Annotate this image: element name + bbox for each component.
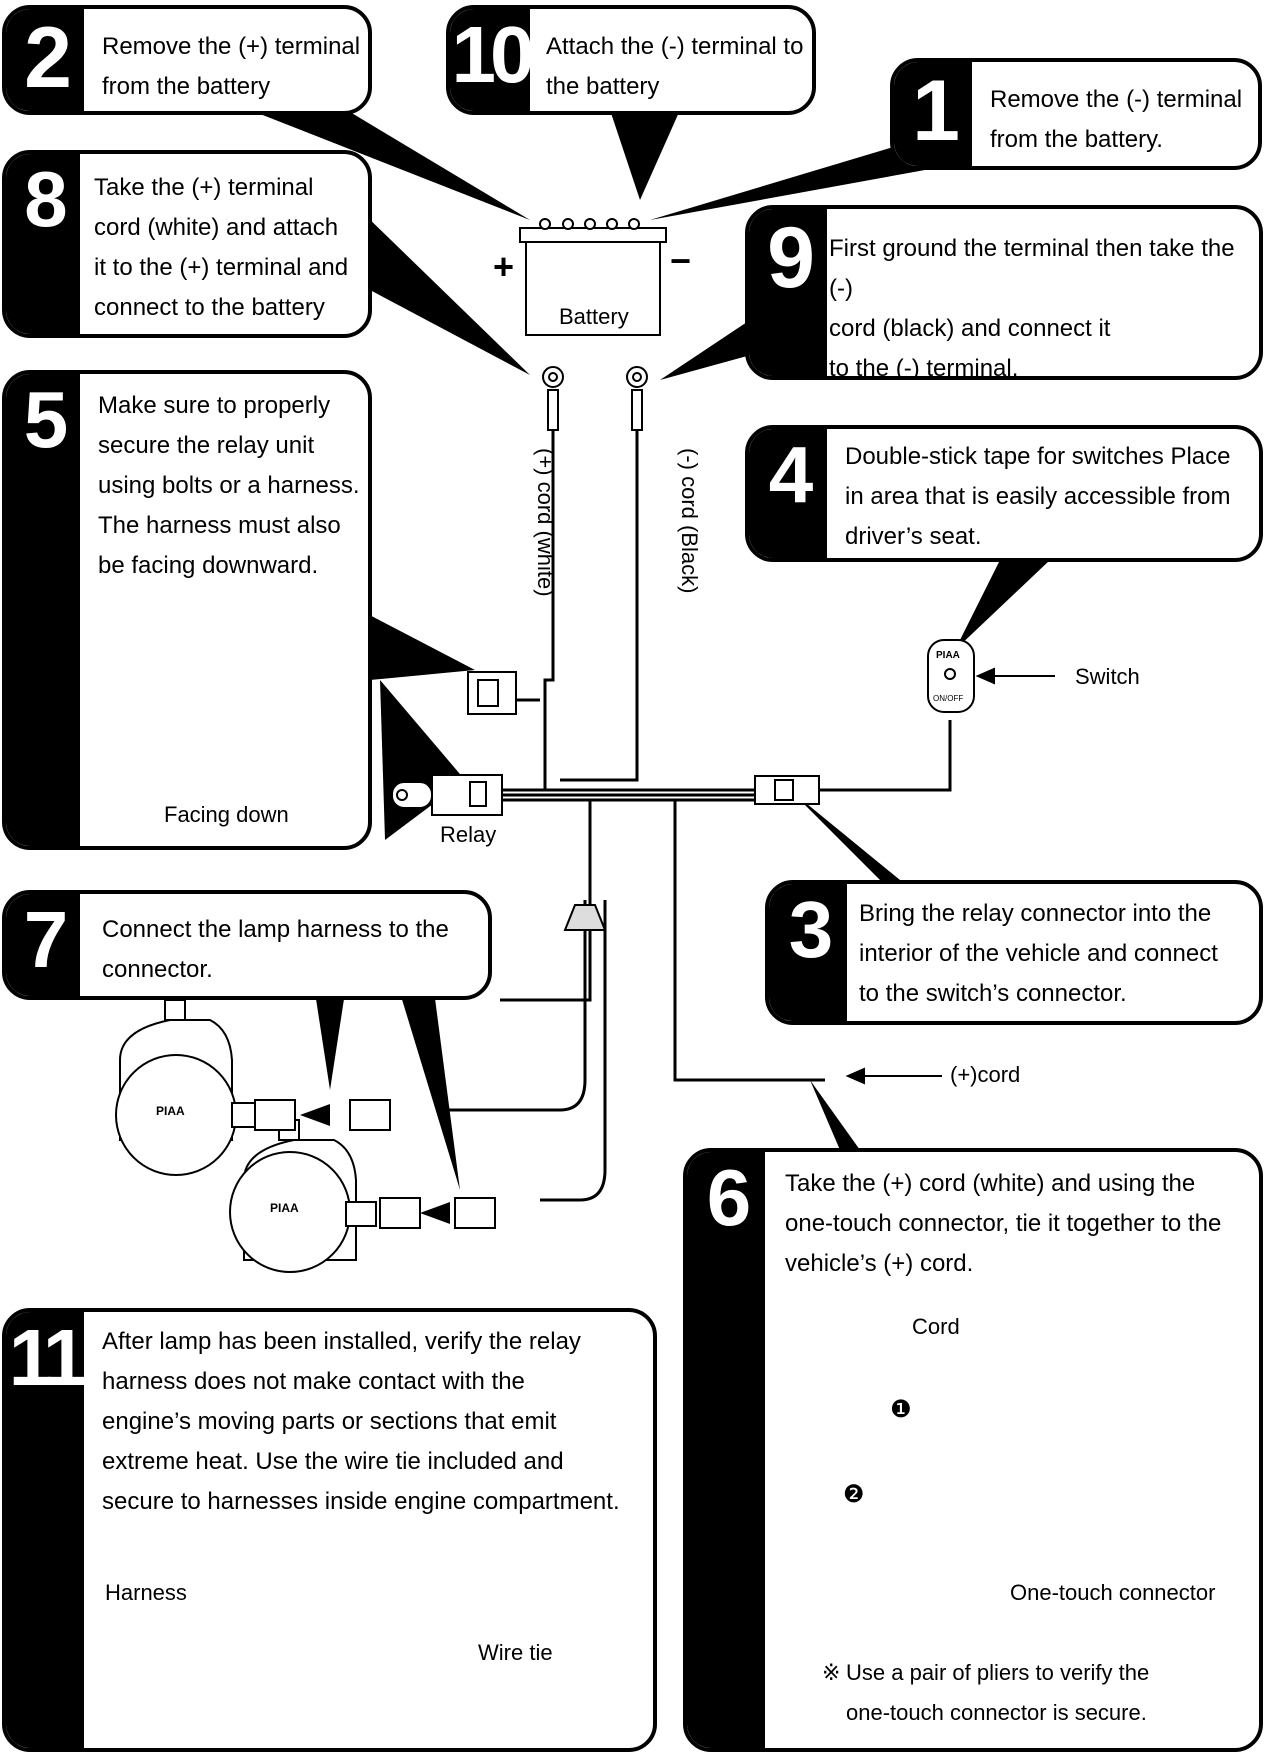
plus-cord-white-label: (+) cord (white)	[533, 448, 558, 597]
harness-label: Harness	[105, 1580, 187, 1605]
switch	[927, 639, 1055, 713]
minus-cord-black-label: (-) cord (Black)	[677, 448, 702, 594]
battery	[519, 218, 667, 336]
callout-step-6: 6 Take the (+) cord (white) and using th…	[683, 1148, 1263, 1752]
step-number: 7	[23, 895, 69, 984]
step-number: 2	[24, 10, 72, 106]
step-number: 6	[706, 1153, 752, 1242]
plus-cord-label: (+)cord	[950, 1062, 1021, 1087]
facing-down-label: Facing down	[164, 802, 289, 827]
battery-label: Battery	[559, 304, 629, 329]
connectors	[467, 671, 820, 931]
insertion-arrows	[300, 1104, 450, 1224]
one-touch-connector-label: One-touch connector	[1010, 1580, 1216, 1605]
lamps	[115, 999, 496, 1273]
step-number: 8	[24, 155, 67, 243]
switch-label: Switch	[1075, 664, 1140, 689]
callout-step-11: 11 After lamp has been installed, verify…	[2, 1308, 657, 1752]
step-number: 5	[23, 375, 69, 464]
cord-label: Cord	[912, 1314, 960, 1339]
step-number: 3	[788, 885, 834, 974]
note-line-1: Use a pair of pliers to verify the	[846, 1660, 1150, 1685]
wire-tie-label: Wire tie	[478, 1640, 553, 1665]
lamp-brand-1: PIAA	[156, 1104, 185, 1118]
note-mark: ※	[822, 1660, 841, 1685]
note-line-2: one-touch connector is secure.	[846, 1700, 1147, 1725]
step-text: First ground the terminal then take the …	[829, 235, 1235, 380]
step-number: 9	[767, 210, 815, 306]
step-mark-2: ❷	[843, 1481, 865, 1508]
switch-onoff: ON/OFF	[933, 694, 964, 703]
lamp-brand-2: PIAA	[270, 1201, 299, 1215]
wires	[440, 430, 952, 1202]
step-mark-1: ❶	[890, 1396, 912, 1423]
step-text: After lamp has been installed, verify th…	[102, 1328, 620, 1515]
step-number: 1	[912, 63, 960, 159]
step-number: 4	[768, 430, 814, 519]
switch-brand: PIAA	[936, 650, 960, 661]
callout-step-9: 9 First ground the terminal then take th…	[745, 205, 1263, 380]
relay	[391, 774, 503, 816]
step-number: 10	[451, 10, 535, 99]
relay-label: Relay	[440, 822, 497, 847]
battery-plus-sign: +	[493, 246, 515, 287]
plus-cord-arrow	[845, 1067, 942, 1085]
terminal-rings	[542, 366, 648, 431]
step-number: 11	[8, 1313, 88, 1402]
battery-minus-sign: −	[670, 240, 692, 281]
